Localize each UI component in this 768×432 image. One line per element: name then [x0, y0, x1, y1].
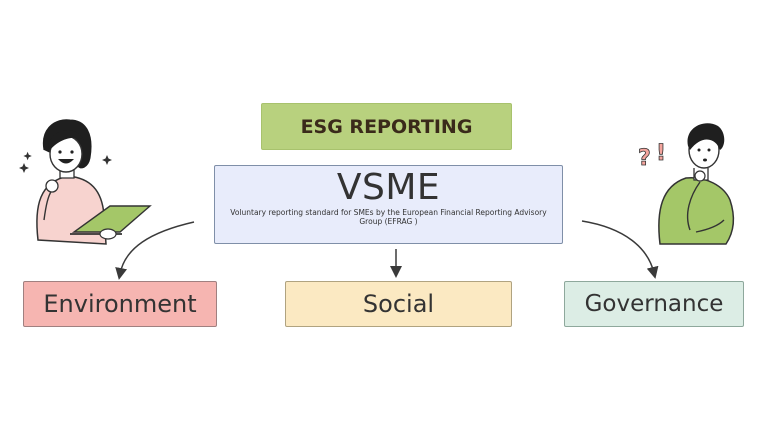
svg-text:?: ? — [638, 146, 651, 171]
arrow-to-environment — [115, 221, 195, 280]
vsme-subtitle: Voluntary reporting standard for SMEs by… — [230, 208, 547, 226]
social-box: Social — [285, 281, 512, 327]
esg-reporting-label: ESG REPORTING — [300, 115, 473, 138]
governance-box: Governance — [564, 281, 744, 327]
esg-reporting-header: ESG REPORTING — [261, 103, 512, 150]
environment-box: Environment — [23, 281, 217, 327]
svg-text:!: ! — [656, 141, 666, 166]
social-label: Social — [362, 290, 435, 318]
environment-label: Environment — [43, 290, 197, 318]
person-with-laptop-icon — [19, 119, 152, 245]
governance-label: Governance — [584, 291, 724, 317]
vsme-box: VSME Voluntary reporting standard for SM… — [214, 165, 563, 244]
arrow-to-governance — [581, 220, 659, 279]
thinking-person-icon: ? ! — [638, 123, 735, 245]
vsme-title: VSME — [336, 167, 441, 208]
